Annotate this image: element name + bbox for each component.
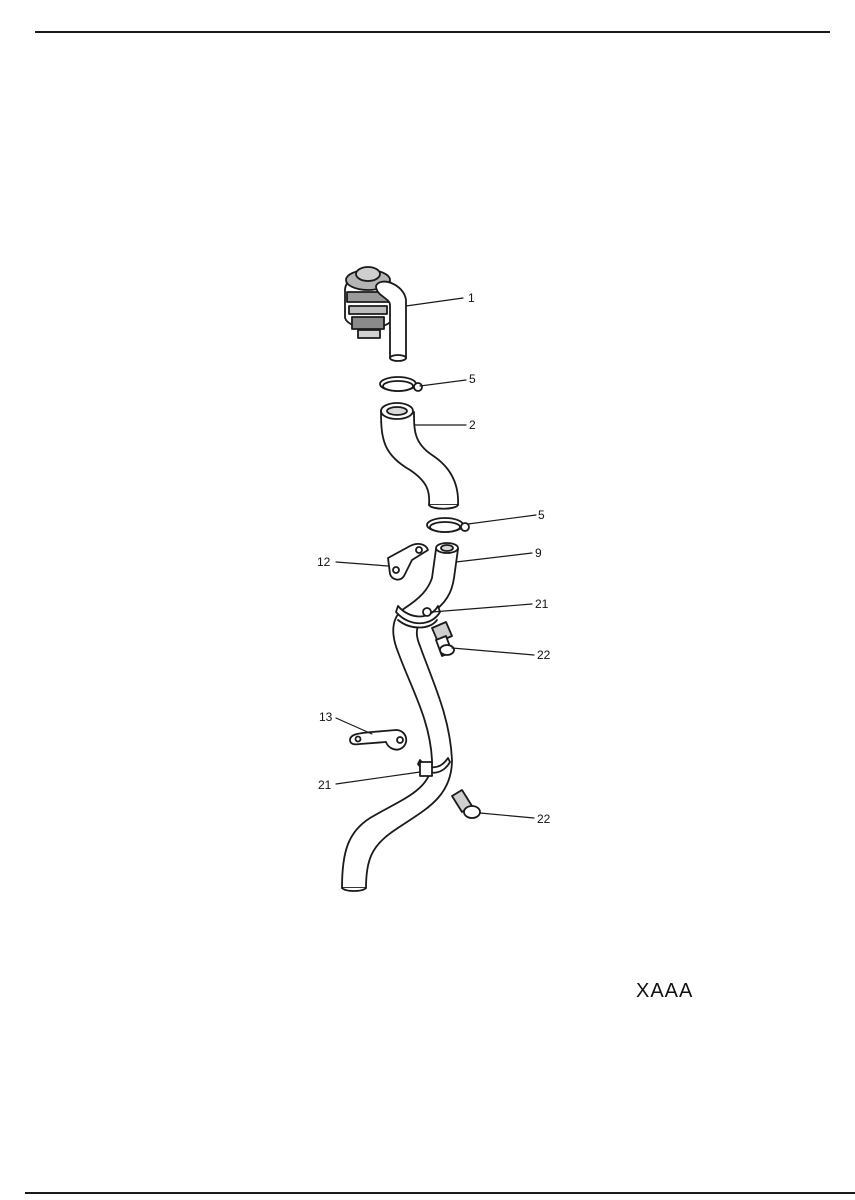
bracket-13 xyxy=(349,729,408,751)
long-hose xyxy=(341,542,459,892)
figure-code: XAAA xyxy=(636,980,694,1002)
hose-clamp-upper xyxy=(379,376,423,392)
callout-part-22-upper: 22 xyxy=(537,648,551,662)
hose-clip-upper xyxy=(395,605,441,625)
callout-part-5-lower: 5 xyxy=(538,508,545,522)
callout-part-22-lower: 22 xyxy=(537,812,551,826)
callout-part-2: 2 xyxy=(469,418,476,432)
top-rule xyxy=(35,31,830,33)
breather-filter xyxy=(344,266,407,362)
callout-part-21-lower: 21 xyxy=(318,778,332,792)
callout-part-9: 9 xyxy=(535,546,542,560)
bottom-rule xyxy=(25,1192,855,1194)
hose-clip-lower xyxy=(417,757,451,777)
bent-hose xyxy=(380,402,459,510)
hose-clamp-lower xyxy=(426,517,470,533)
leader-lines xyxy=(335,297,537,819)
callout-part-13: 13 xyxy=(319,710,333,724)
callout-part-12: 12 xyxy=(317,555,331,569)
callout-part-1: 1 xyxy=(468,291,475,305)
bracket-12 xyxy=(387,543,429,581)
bolt-upper xyxy=(431,621,455,657)
callout-part-5-upper: 5 xyxy=(469,372,476,386)
callout-part-21-upper: 21 xyxy=(535,597,549,611)
bolt-lower xyxy=(451,789,481,819)
